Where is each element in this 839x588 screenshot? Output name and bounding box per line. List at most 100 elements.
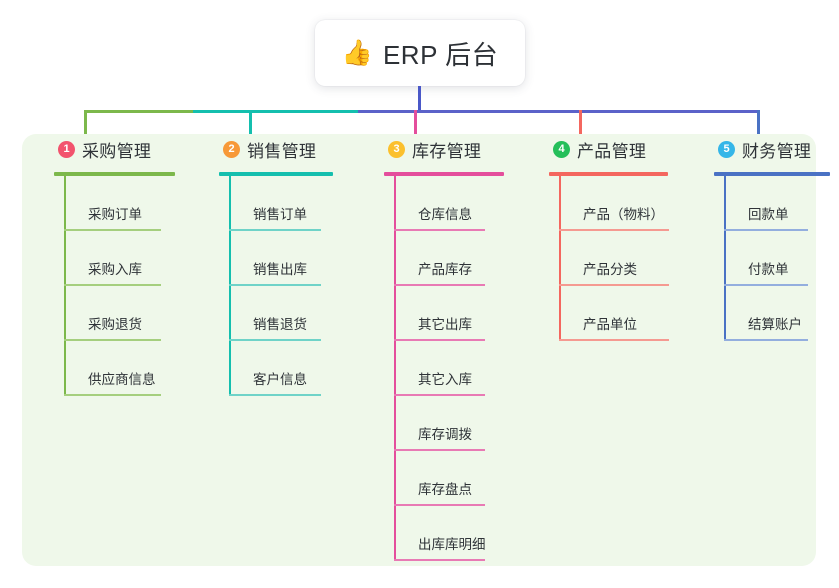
leaf-item[interactable]: 库存盘点	[394, 451, 485, 506]
column-spine	[724, 176, 726, 341]
leaf-label: 销售订单	[253, 207, 307, 222]
column-badge-icon: 4	[553, 140, 570, 158]
leaf-item[interactable]: 产品单位	[559, 286, 669, 341]
column-header-2[interactable]: 2 销售管理	[205, 134, 316, 164]
root-trunk-connector	[418, 86, 421, 112]
leaf-item[interactable]: 仓库信息	[394, 176, 485, 231]
leaf-item[interactable]: 其它入库	[394, 341, 485, 396]
leaf-label: 产品分类	[583, 262, 637, 277]
leaf-label: 付款单	[748, 262, 789, 277]
leaf-rule	[394, 394, 485, 396]
thumbs-up-icon: 👍	[341, 38, 373, 67]
column-leaf-list: 销售订单销售出库销售退货客户信息	[229, 176, 321, 396]
column-header-1[interactable]: 1 采购管理	[40, 134, 151, 164]
column-4: 4 产品管理产品（物料） 产品分类产品单位	[535, 134, 669, 341]
column-title: 库存管理	[412, 141, 482, 161]
column-title: 财务管理	[742, 141, 812, 161]
leaf-rule	[64, 394, 161, 396]
column-spine	[64, 176, 66, 396]
column-header-3[interactable]: 3 库存管理	[370, 134, 481, 164]
leaf-rule	[64, 284, 161, 286]
leaf-label: 结算账户	[748, 317, 802, 332]
leaf-item[interactable]: 采购入库	[64, 231, 161, 286]
leaf-rule	[724, 339, 808, 341]
leaf-item[interactable]: 其它出库	[394, 286, 485, 341]
leaf-item[interactable]: 结算账户	[724, 286, 808, 341]
column-2: 2 销售管理销售订单销售出库销售退货客户信息	[205, 134, 333, 396]
column-leaf-list: 采购订单采购入库采购退货供应商信息	[64, 176, 161, 396]
column-leaf-list: 回款单付款单结算账户	[724, 176, 808, 341]
column-badge-icon: 3	[388, 140, 405, 158]
column-header-4[interactable]: 4 产品管理	[535, 134, 646, 164]
leaf-rule	[229, 229, 321, 231]
leaf-label: 产品（物料）	[583, 207, 664, 222]
leaf-label: 库存调拨	[418, 427, 472, 442]
column-leaf-list: 产品（物料） 产品分类产品单位	[559, 176, 669, 341]
leaf-rule	[724, 284, 808, 286]
leaf-item[interactable]: 供应商信息	[64, 341, 161, 396]
column-header-rule	[714, 172, 830, 176]
leaf-rule	[64, 229, 161, 231]
leaf-rule	[394, 339, 485, 341]
leaf-item[interactable]: 采购订单	[64, 176, 161, 231]
column-title: 销售管理	[247, 141, 317, 161]
drop-connector-col-2	[249, 110, 252, 138]
column-1: 1 采购管理采购订单采购入库采购退货供应商信息	[40, 134, 175, 396]
leaf-label: 仓库信息	[418, 207, 472, 222]
leaf-label: 其它入库	[418, 372, 472, 387]
leaf-rule	[394, 284, 485, 286]
column-spine	[394, 176, 396, 561]
column-badge-icon: 1	[58, 140, 75, 158]
root-title: ERP 后台	[382, 39, 499, 70]
leaf-item[interactable]: 出库库明细	[394, 506, 486, 561]
column-badge-icon: 2	[223, 140, 240, 158]
leaf-label: 出库库明细	[418, 537, 486, 552]
column-title: 采购管理	[82, 141, 152, 161]
leaf-item[interactable]: 回款单	[724, 176, 808, 231]
leaf-rule	[559, 339, 669, 341]
leaf-rule	[229, 394, 321, 396]
leaf-item[interactable]: 采购退货	[64, 286, 161, 341]
leaf-item[interactable]: 销售订单	[229, 176, 321, 231]
leaf-rule	[724, 229, 808, 231]
leaf-rule	[559, 284, 669, 286]
leaf-label: 库存盘点	[418, 482, 472, 497]
leaf-label: 客户信息	[253, 372, 307, 387]
drop-connector-col-4	[579, 110, 582, 138]
leaf-item[interactable]: 客户信息	[229, 341, 321, 396]
leaf-item[interactable]: 产品分类	[559, 231, 669, 286]
leaf-rule	[394, 229, 485, 231]
column-spine	[559, 176, 561, 341]
bus-segment-teal	[193, 110, 359, 113]
leaf-label: 销售退货	[253, 317, 307, 332]
column-header-rule	[549, 172, 668, 176]
leaf-label: 销售出库	[253, 262, 307, 277]
column-header-rule	[54, 172, 175, 176]
leaf-label: 采购退货	[88, 317, 142, 332]
drop-connector-col-1	[84, 110, 87, 138]
leaf-label: 回款单	[748, 207, 789, 222]
leaf-item[interactable]: 销售出库	[229, 231, 321, 286]
leaf-label: 产品库存	[418, 262, 472, 277]
leaf-rule	[394, 449, 485, 451]
leaf-item[interactable]: 库存调拨	[394, 396, 485, 451]
root-node[interactable]: 👍 ERP 后台	[315, 20, 525, 86]
leaf-item[interactable]: 产品（物料）	[559, 176, 669, 231]
leaf-label: 供应商信息	[88, 372, 156, 387]
drop-connector-col-5	[757, 110, 760, 138]
leaf-item[interactable]: 产品库存	[394, 231, 485, 286]
leaf-label: 采购入库	[88, 262, 142, 277]
column-spine	[229, 176, 231, 396]
leaf-rule	[229, 284, 321, 286]
leaf-rule	[394, 504, 485, 506]
column-leaf-list: 仓库信息产品库存其它出库其它入库库存调拨库存盘点出库库明细	[394, 176, 486, 561]
leaf-item[interactable]: 销售退货	[229, 286, 321, 341]
leaf-rule	[64, 339, 161, 341]
column-header-rule	[384, 172, 504, 176]
leaf-item[interactable]: 付款单	[724, 231, 808, 286]
column-title: 产品管理	[577, 141, 647, 161]
diagram-panel: 1 采购管理采购订单采购入库采购退货供应商信息 2 销售管理销售订单销售出库销售退货客…	[22, 134, 830, 566]
leaf-rule	[229, 339, 321, 341]
